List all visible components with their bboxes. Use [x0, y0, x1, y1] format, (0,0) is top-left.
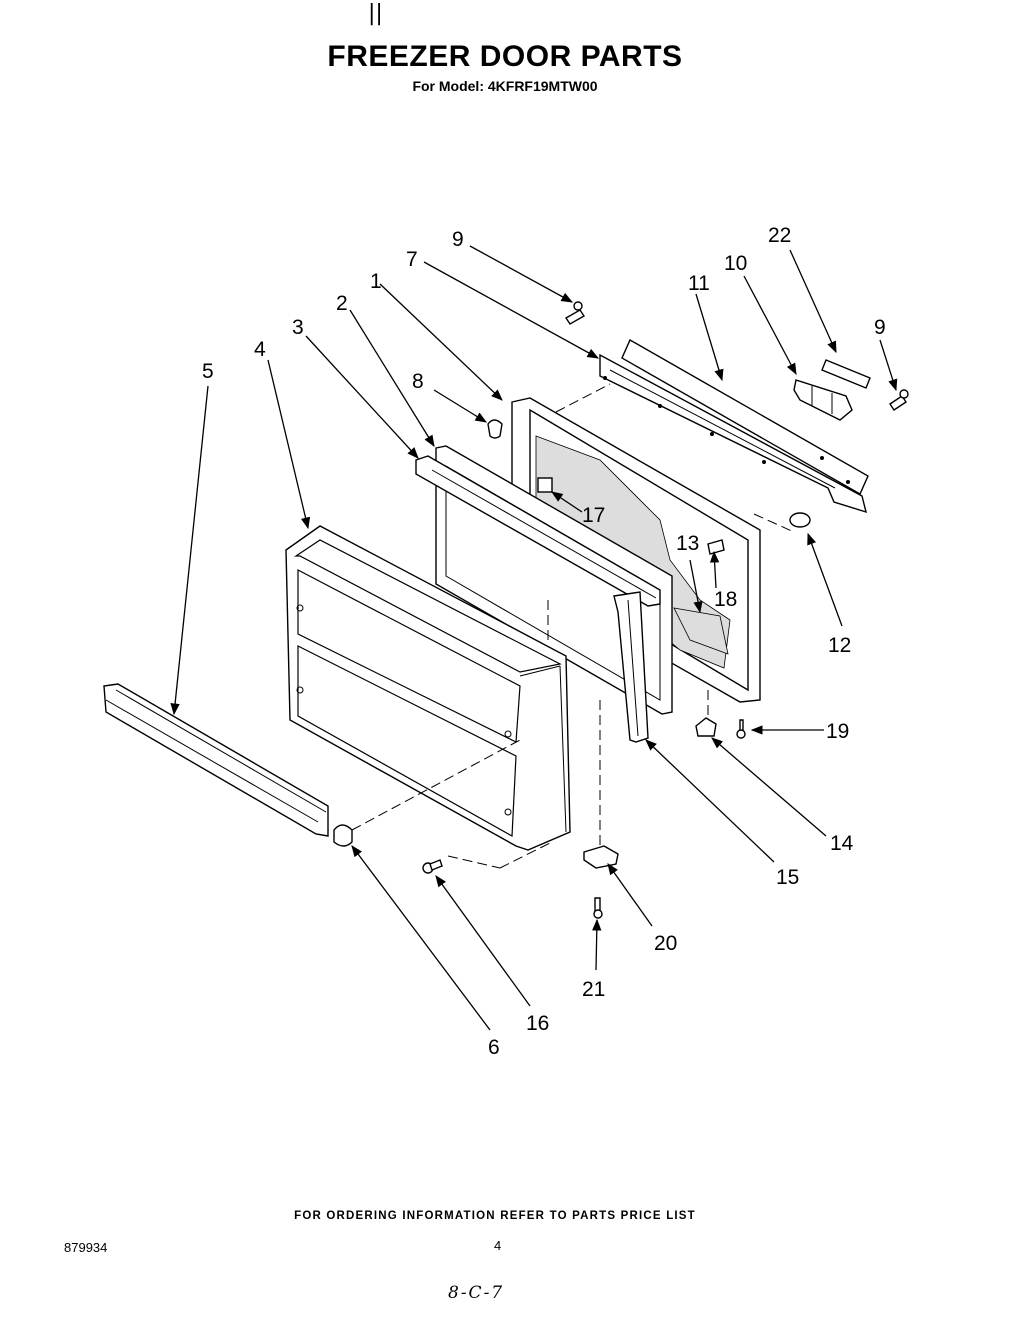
- model-subtitle: For Model: 4KFRF19MTW00: [412, 78, 598, 94]
- part-21-screw: [593, 897, 603, 919]
- callout-17: 17: [582, 504, 605, 527]
- callout-19: 19: [826, 720, 849, 743]
- callout-7: 7: [406, 248, 418, 271]
- tick-mark: ||: [368, 1, 383, 26]
- part-5-gasket: [103, 683, 329, 837]
- callout-16: 16: [526, 1012, 549, 1035]
- callout-9-right: 9: [874, 316, 886, 339]
- part-17-clip: [537, 477, 553, 493]
- callout-5: 5: [202, 360, 214, 383]
- part-19-screw: [736, 719, 746, 739]
- part-8-plug: [487, 419, 503, 439]
- part-6-handle-cap: [333, 824, 353, 847]
- part-20-hinge-plate: [583, 845, 619, 869]
- ordering-note: FOR ORDERING INFORMATION REFER TO PARTS …: [294, 1210, 696, 1222]
- part-12-button: [789, 512, 811, 528]
- callout-9: 9: [452, 228, 464, 251]
- part-11-rail: [599, 339, 869, 514]
- page-number: 4: [494, 1238, 502, 1253]
- part-14-bumper: [695, 717, 717, 737]
- assembly-guide-lines: [351, 383, 795, 869]
- callout-10: 10: [724, 252, 747, 275]
- callout-20: 20: [654, 932, 677, 955]
- part-15-side-trim: [613, 591, 649, 743]
- part-10-bracket: [793, 379, 853, 421]
- callout-13: 13: [676, 532, 699, 555]
- part-16-screw: [422, 859, 443, 874]
- callout-8: 8: [412, 370, 424, 393]
- part-13-foam: [673, 607, 729, 655]
- page-title: FREEZER DOOR PARTS: [327, 40, 683, 73]
- callout-11: 11: [688, 272, 710, 295]
- leader-arrows: [170, 245, 898, 1031]
- callout-15: 15: [776, 866, 799, 889]
- callout-labels: 9 7 1 2 3 4 5 8 11 10 22 9 17 13 18 12 1…: [202, 224, 886, 1059]
- part-9-screw-top: [565, 301, 585, 325]
- callout-21: 21: [582, 978, 605, 1001]
- callout-4: 4: [254, 338, 266, 361]
- part-4-door-liner: [285, 525, 571, 851]
- part-18-clip: [707, 539, 725, 555]
- callout-2: 2: [336, 292, 348, 315]
- part-9-screw-right: [889, 389, 909, 411]
- callout-22: 22: [768, 224, 791, 247]
- callout-14: 14: [830, 832, 854, 855]
- document-number: 879934: [64, 1240, 108, 1255]
- part-3-liner-frame: [415, 455, 661, 607]
- callout-1: 1: [370, 270, 382, 293]
- callout-3: 3: [292, 316, 304, 339]
- callout-12: 12: [828, 634, 851, 657]
- handwritten-note: 8-C-7: [448, 1283, 505, 1303]
- part-22-shim: [821, 359, 871, 389]
- callout-6: 6: [488, 1036, 500, 1059]
- callout-18: 18: [714, 588, 737, 611]
